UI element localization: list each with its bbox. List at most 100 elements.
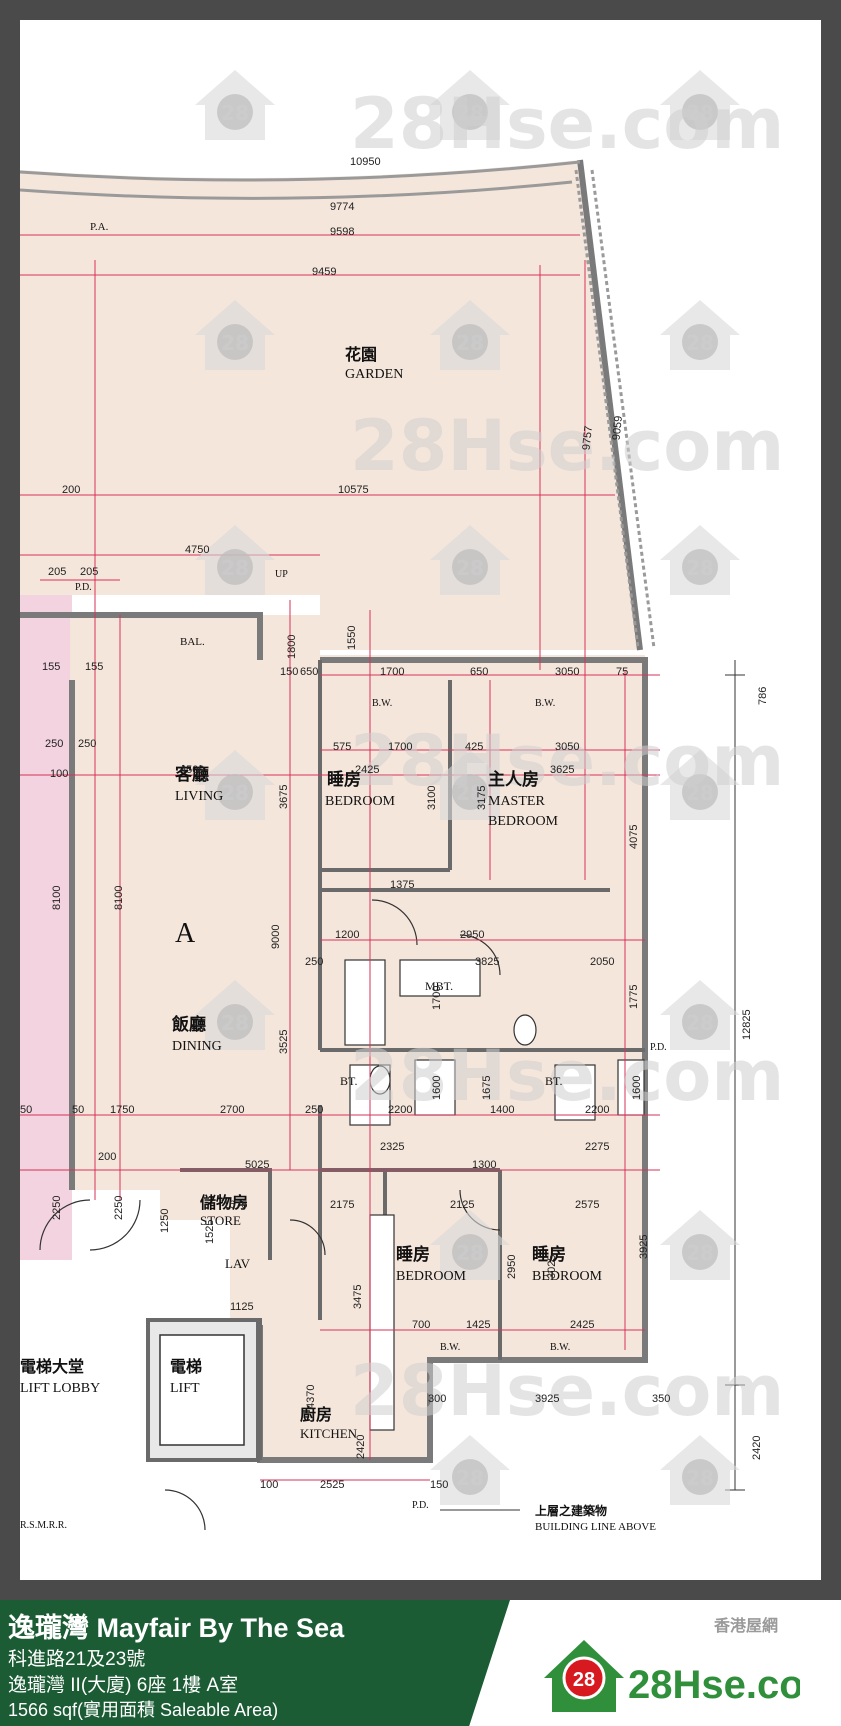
garden-area <box>20 160 640 650</box>
lift-lobby-label-en: LIFT LOBBY <box>20 1381 100 1396</box>
dimension-label: 100 <box>260 1479 278 1491</box>
brand-name: 28Hse.com <box>628 1663 800 1707</box>
brand-logo[interactable]: 28 28Hse.com <box>540 1626 800 1722</box>
unit-description: 逸瓏灣 II(大廈) 6座 1樓 A室 <box>8 1675 239 1696</box>
dimension-label: 50 <box>72 1104 84 1116</box>
svg-text:28: 28 <box>686 781 714 805</box>
dimension-label: 2700 <box>220 1104 244 1116</box>
dimension-label: 2250 <box>113 1196 125 1220</box>
svg-text:28: 28 <box>221 1011 249 1035</box>
watermark-badge-icon: 28 <box>195 300 275 370</box>
dimension-label: 3475 <box>352 1285 364 1309</box>
dimension-label: 1675 <box>481 1076 493 1100</box>
lav-label: LAV <box>225 1256 251 1271</box>
dimension-label: 4370 <box>305 1385 317 1409</box>
dimension-label: 2050 <box>590 956 614 968</box>
svg-text:28: 28 <box>686 1466 714 1490</box>
lift-lobby-label-cn: 電梯大堂 <box>20 1357 84 1376</box>
svg-text:28: 28 <box>686 556 714 580</box>
dimension-label: 1400 <box>490 1104 514 1116</box>
dimension-label: 3025 <box>546 1255 558 1279</box>
watermark-badge-icon: 28 <box>430 1435 510 1505</box>
garden-label-cn: 花園 <box>345 345 377 364</box>
dining-label-cn: 飯廳 <box>171 1014 206 1035</box>
svg-text:28: 28 <box>456 1466 484 1490</box>
dimension-label: 9059 <box>610 415 624 441</box>
dimension-label: 4500 <box>180 764 204 776</box>
dimension-label: 1675 <box>223 1199 247 1211</box>
unit-mark: A <box>175 918 196 949</box>
pd-label: P.D. <box>412 1500 429 1511</box>
pd-label: P.D. <box>650 1042 667 1053</box>
watermark-text: 28Hse.com <box>350 405 784 487</box>
dimension-label: 3675 <box>278 785 290 809</box>
dimension-label: 2250 <box>51 1196 63 1220</box>
svg-text:28: 28 <box>686 1011 714 1035</box>
dimension-label: 8100 <box>113 886 125 910</box>
bedroom-mid-label-cn: 睡房 <box>396 1244 430 1265</box>
listing-footer: 逸瓏灣 Mayfair By The Sea 科進路21及23號 逸瓏灣 II(… <box>0 1600 841 1726</box>
bay-window-label: B.W. <box>440 1342 460 1353</box>
balcony-label: BAL. <box>180 636 205 648</box>
dining-label-en: DINING <box>172 1039 222 1054</box>
master-bath-label: MBT. <box>425 979 453 993</box>
bay-window-label: B.W. <box>535 698 555 709</box>
dimension-label: 2200 <box>585 1104 609 1116</box>
dimension-label: 9757 <box>580 425 594 451</box>
dimension-label: 250 <box>45 738 63 750</box>
store-label-en: STORE <box>200 1213 241 1228</box>
dimension-label: 205 <box>48 566 66 578</box>
dimension-label: 1300 <box>472 1159 496 1171</box>
dimension-label: 1700 <box>388 741 412 753</box>
dimension-label: 3825 <box>475 956 499 968</box>
dimension-label: 3175 <box>476 786 488 810</box>
dimension-label: 155 <box>85 661 103 673</box>
living-label-cn: 客廳 <box>174 764 209 785</box>
brand-name-cn: 香港屋網 <box>714 1616 779 1635</box>
svg-text:28: 28 <box>686 101 714 125</box>
dimension-label: 1750 <box>110 1104 134 1116</box>
estate-address: 科進路21及23號 <box>8 1649 146 1670</box>
rsmrr-label: R.S.M.R.R. <box>20 1520 67 1531</box>
dimension-label: 2200 <box>388 1104 412 1116</box>
svg-text:28: 28 <box>456 781 484 805</box>
dimension-label: 1800 <box>286 635 298 659</box>
svg-text:28: 28 <box>456 1241 484 1265</box>
dimension-label: 1600 <box>631 1076 643 1100</box>
dimension-label: 9459 <box>312 266 336 278</box>
dimension-label: 2275 <box>585 1141 609 1153</box>
dimension-label: 5025 <box>245 1159 269 1171</box>
dimension-label: 2525 <box>320 1479 344 1491</box>
dimension-label: 2575 <box>575 1199 599 1211</box>
overall-dimension-label: 12825 <box>741 1009 753 1040</box>
svg-text:28: 28 <box>686 1241 714 1265</box>
garden-railing <box>20 160 656 649</box>
dimension-label: 1525 <box>204 1220 216 1244</box>
watermark-badge-icon: 28 <box>430 70 510 140</box>
dimension-label: 9598 <box>330 226 354 238</box>
master-bedroom-label-cn: 主人房 <box>488 769 539 790</box>
dimension-label: 10950 <box>350 156 381 168</box>
bedroom-mid-label-en: BEDROOM <box>396 1269 467 1284</box>
dimension-label: 9774 <box>330 201 354 213</box>
overall-dimension-label: 2420 <box>751 1436 763 1460</box>
svg-text:28: 28 <box>221 101 249 125</box>
watermark-badge-icon: 28 <box>195 525 275 595</box>
saleable-area: 1566 sqf(實用面積 Saleable Area) <box>8 1700 279 1720</box>
dimension-label: 1375 <box>390 879 414 891</box>
svg-text:28: 28 <box>221 331 249 355</box>
bay-window-label: B.W. <box>550 1342 570 1353</box>
svg-text:28: 28 <box>686 331 714 355</box>
dimension-label: 1775 <box>628 985 640 1009</box>
watermark-layer: 28 28 28 28 28 28 28 28 28 28 28 28 28 2… <box>195 70 784 1505</box>
watermark-text: 28Hse.com <box>350 720 784 802</box>
watermark-badge-icon: 28 <box>660 1210 740 1280</box>
building-line-label-en: BUILDING LINE ABOVE <box>535 1521 656 1533</box>
bedroom-right-label-en: BEDROOM <box>532 1269 603 1284</box>
svg-text:28: 28 <box>221 556 249 580</box>
dimension-label: 2950 <box>460 929 484 941</box>
dimension-label: 200 <box>62 484 80 496</box>
dimension-label: 2175 <box>330 1199 354 1211</box>
dimension-label: 150 <box>430 1479 448 1491</box>
watermark-badge-icon: 28 <box>430 525 510 595</box>
